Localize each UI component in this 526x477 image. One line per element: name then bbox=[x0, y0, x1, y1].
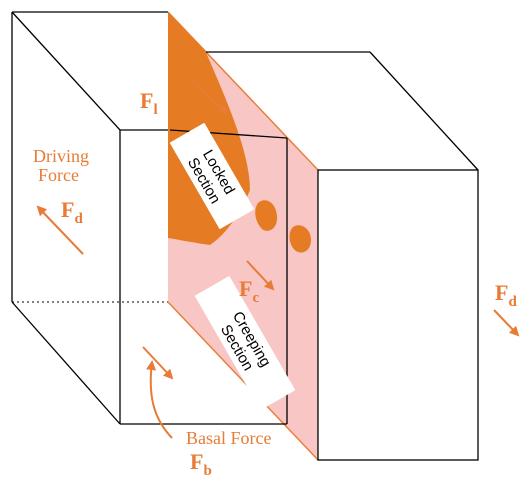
force-fb-label: Fb bbox=[190, 449, 212, 477]
left-block bbox=[11, 11, 170, 425]
arrow-fd-left bbox=[36, 205, 84, 255]
force-fd-right-label: Fd bbox=[495, 280, 517, 310]
arrow-fl bbox=[189, 79, 229, 115]
right-block-front-face bbox=[317, 169, 479, 461]
right-block-top-right-edge bbox=[369, 51, 479, 171]
arrow-basal-curved bbox=[146, 360, 173, 439]
arrow-basal-straight bbox=[142, 346, 174, 380]
force-fl-label: Fl bbox=[140, 88, 158, 118]
force-fc-label: Fc bbox=[239, 276, 259, 306]
asperity-1 bbox=[255, 200, 278, 231]
right-block bbox=[206, 51, 479, 461]
left-block-top-left-edge bbox=[11, 11, 121, 131]
force-fd-left-label: Fd bbox=[61, 197, 83, 227]
fault-plane-bottom-edge bbox=[167, 301, 319, 461]
asperity-2 bbox=[289, 225, 311, 253]
arrow-fc bbox=[246, 260, 275, 291]
arrow-fd-right bbox=[493, 309, 520, 337]
driving-force-label-line2: Force bbox=[38, 165, 79, 185]
basal-force-label: Basal Force bbox=[186, 428, 271, 448]
left-block-bottom-left-edge bbox=[11, 301, 121, 425]
driving-force-label-line1: Driving bbox=[33, 146, 89, 166]
